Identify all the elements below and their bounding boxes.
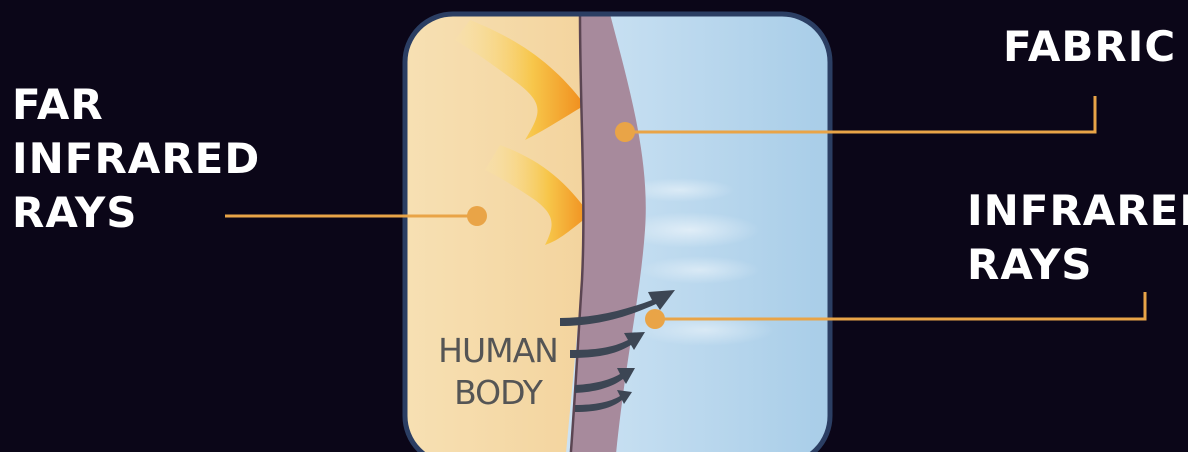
far-infrared-label-line: RAYS — [12, 186, 260, 240]
heat-wisp — [640, 256, 760, 284]
human-body-label: HUMAN BODY — [418, 330, 578, 414]
far-infrared-label-line: INFRARED — [12, 132, 260, 186]
fabric-marker-dot — [615, 122, 635, 142]
human-body-label-line: HUMAN — [418, 330, 578, 372]
far-infrared-rays-label: FAR INFRARED RAYS — [12, 78, 260, 240]
fabric-label: FABRIC — [1003, 20, 1176, 74]
far-infrared-marker-dot — [467, 206, 487, 226]
human-body-label-line: BODY — [418, 372, 578, 414]
far-infrared-label-line: FAR — [12, 78, 260, 132]
infrared-marker-dot — [645, 309, 665, 329]
infrared-label-line: INFRARED — [967, 184, 1188, 238]
infrared-rays-label: INFRARED RAYS — [967, 184, 1188, 292]
infrared-label-line: RAYS — [967, 238, 1188, 292]
